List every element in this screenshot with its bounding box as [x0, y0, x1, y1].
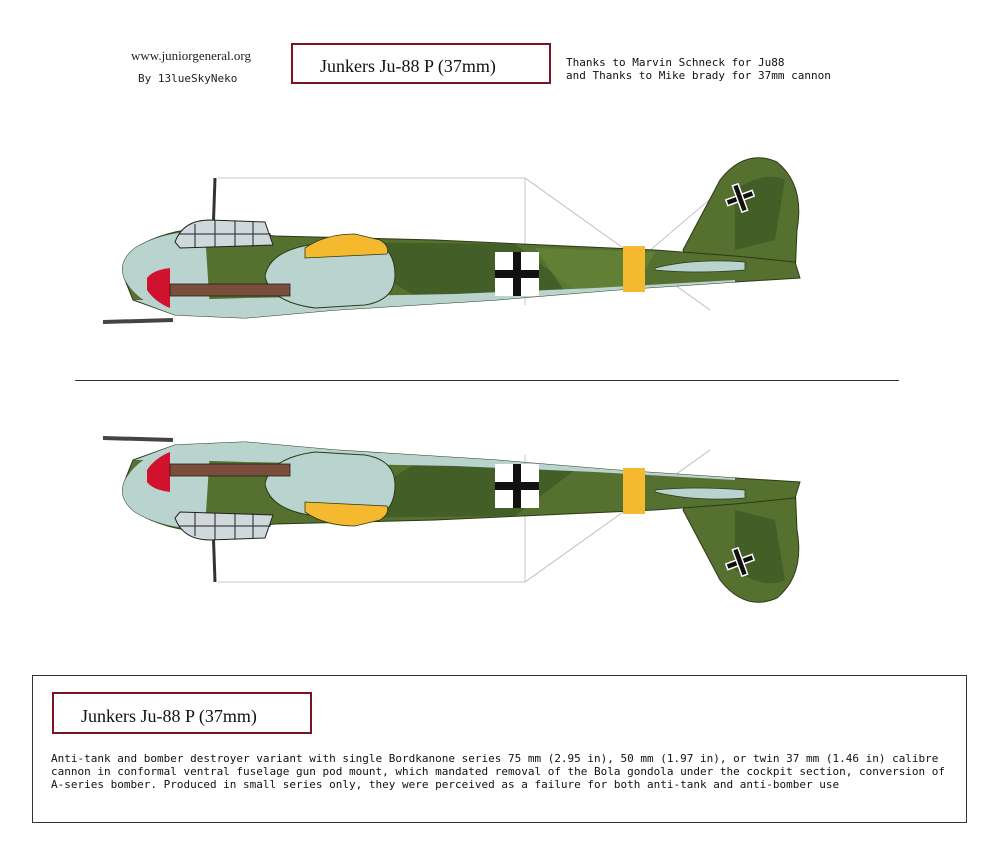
nacelle-yellow: [304, 501, 389, 527]
tailplane: [654, 487, 746, 500]
thanks-line-2: and Thanks to Mike brady for 37mm cannon: [566, 69, 831, 82]
aircraft-side-view-top: [102, 157, 801, 324]
thanks-line-1: Thanks to Marvin Schneck for Ju88: [566, 56, 785, 69]
tail-camo: [735, 510, 785, 584]
aircraft-side-view-bottom: [102, 436, 801, 603]
belly-light-blue: [135, 442, 735, 480]
engine-nacelle: [264, 451, 396, 519]
balkenkreuz-marking: [495, 252, 539, 296]
tail-marking: [724, 546, 756, 578]
tail-marking: [724, 182, 756, 214]
page-title: Junkers Ju-88 P (37mm): [291, 43, 551, 84]
fuselage-yellow-band: [623, 468, 645, 514]
cannon-barrel: [102, 318, 174, 324]
author-credit: By 13lueSkyNeko: [138, 72, 238, 85]
nacelle-yellow-top: [304, 233, 389, 259]
cockpit-frames: [179, 220, 271, 247]
cannon-pod: [169, 283, 291, 297]
cockpit-frames: [179, 513, 271, 540]
cannon-barrel: [102, 436, 174, 442]
info-description: Anti-tank and bomber destroyer variant w…: [51, 752, 946, 791]
site-url: www.juniorgeneral.org: [131, 48, 251, 63]
cannon-pod: [169, 463, 291, 477]
engine-nacelle: [264, 241, 396, 309]
belly-light-blue: [135, 280, 735, 318]
info-title: Junkers Ju-88 P (37mm): [52, 692, 312, 734]
fuselage-yellow-band: [623, 246, 645, 292]
thanks-credits: Thanks to Marvin Schneck for Ju88 and Th…: [566, 56, 831, 82]
tailplane: [654, 260, 746, 273]
nose-red-spinner: [147, 452, 170, 492]
section-divider: [75, 380, 899, 381]
info-panel: Junkers Ju-88 P (37mm) Anti-tank and bom…: [32, 675, 967, 823]
balkenkreuz-marking: [495, 464, 539, 508]
nose-red-spinner: [147, 268, 170, 308]
